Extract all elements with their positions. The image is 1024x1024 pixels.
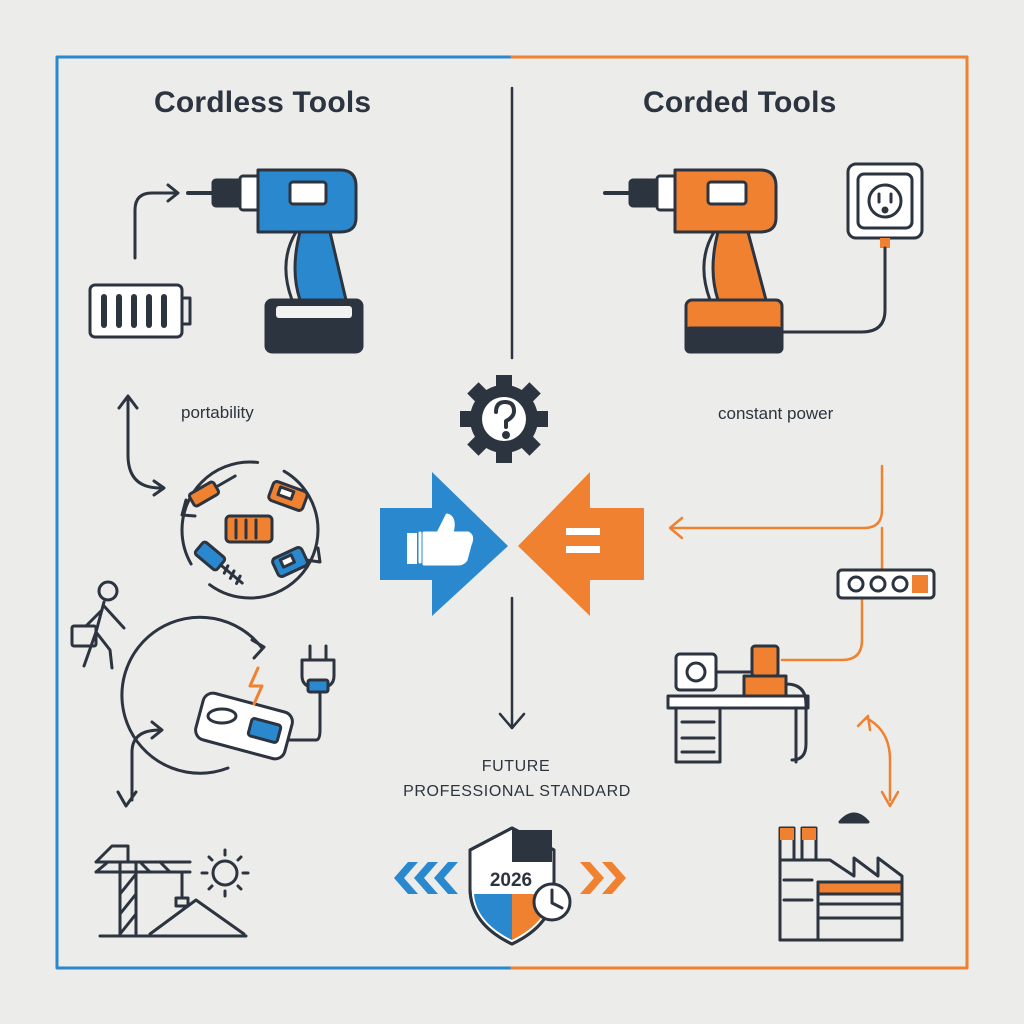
corded-title: Corded Tools [643,86,837,119]
tool-cycle-icon [180,460,322,600]
corded-drill-icon [603,168,784,354]
cordless-title: Cordless Tools [154,86,372,119]
arrowhead [166,183,180,203]
badge-year: 2026 [490,870,532,891]
workbench-arrow [856,714,900,808]
crane-icon [94,844,248,938]
battery-to-drill-arrow [133,191,178,260]
future-label-line2: PROFESSIONAL STANDARD [403,783,631,800]
drill-cord [776,246,887,334]
battery-icon [88,283,192,339]
gear-question-icon [460,375,548,463]
plug-head [880,238,890,248]
clock-icon [532,882,572,922]
sun-icon [200,848,250,898]
power-strip-icon [836,568,936,600]
workbench-icon [666,644,810,764]
portability-label: portability [181,403,254,422]
arrowhead [498,712,526,730]
future-label-line1: FUTURE [481,758,551,775]
outlet-icon [846,162,924,240]
cordless-drill-icon [186,168,364,354]
factory-icon [778,812,904,942]
worker-icon [70,580,126,670]
frame [55,55,969,970]
charger-icon [120,615,322,775]
thumbs-up-arrow-icon [380,472,508,616]
power-cord-lines [668,464,884,662]
constant-power-label: constant power [718,404,834,423]
charger-arrow [116,720,164,808]
right-chevrons [580,862,626,894]
plug-icon [300,644,336,694]
equals-arrow-icon [518,472,644,616]
left-chevrons [394,862,458,894]
portability-arrow [117,394,166,497]
